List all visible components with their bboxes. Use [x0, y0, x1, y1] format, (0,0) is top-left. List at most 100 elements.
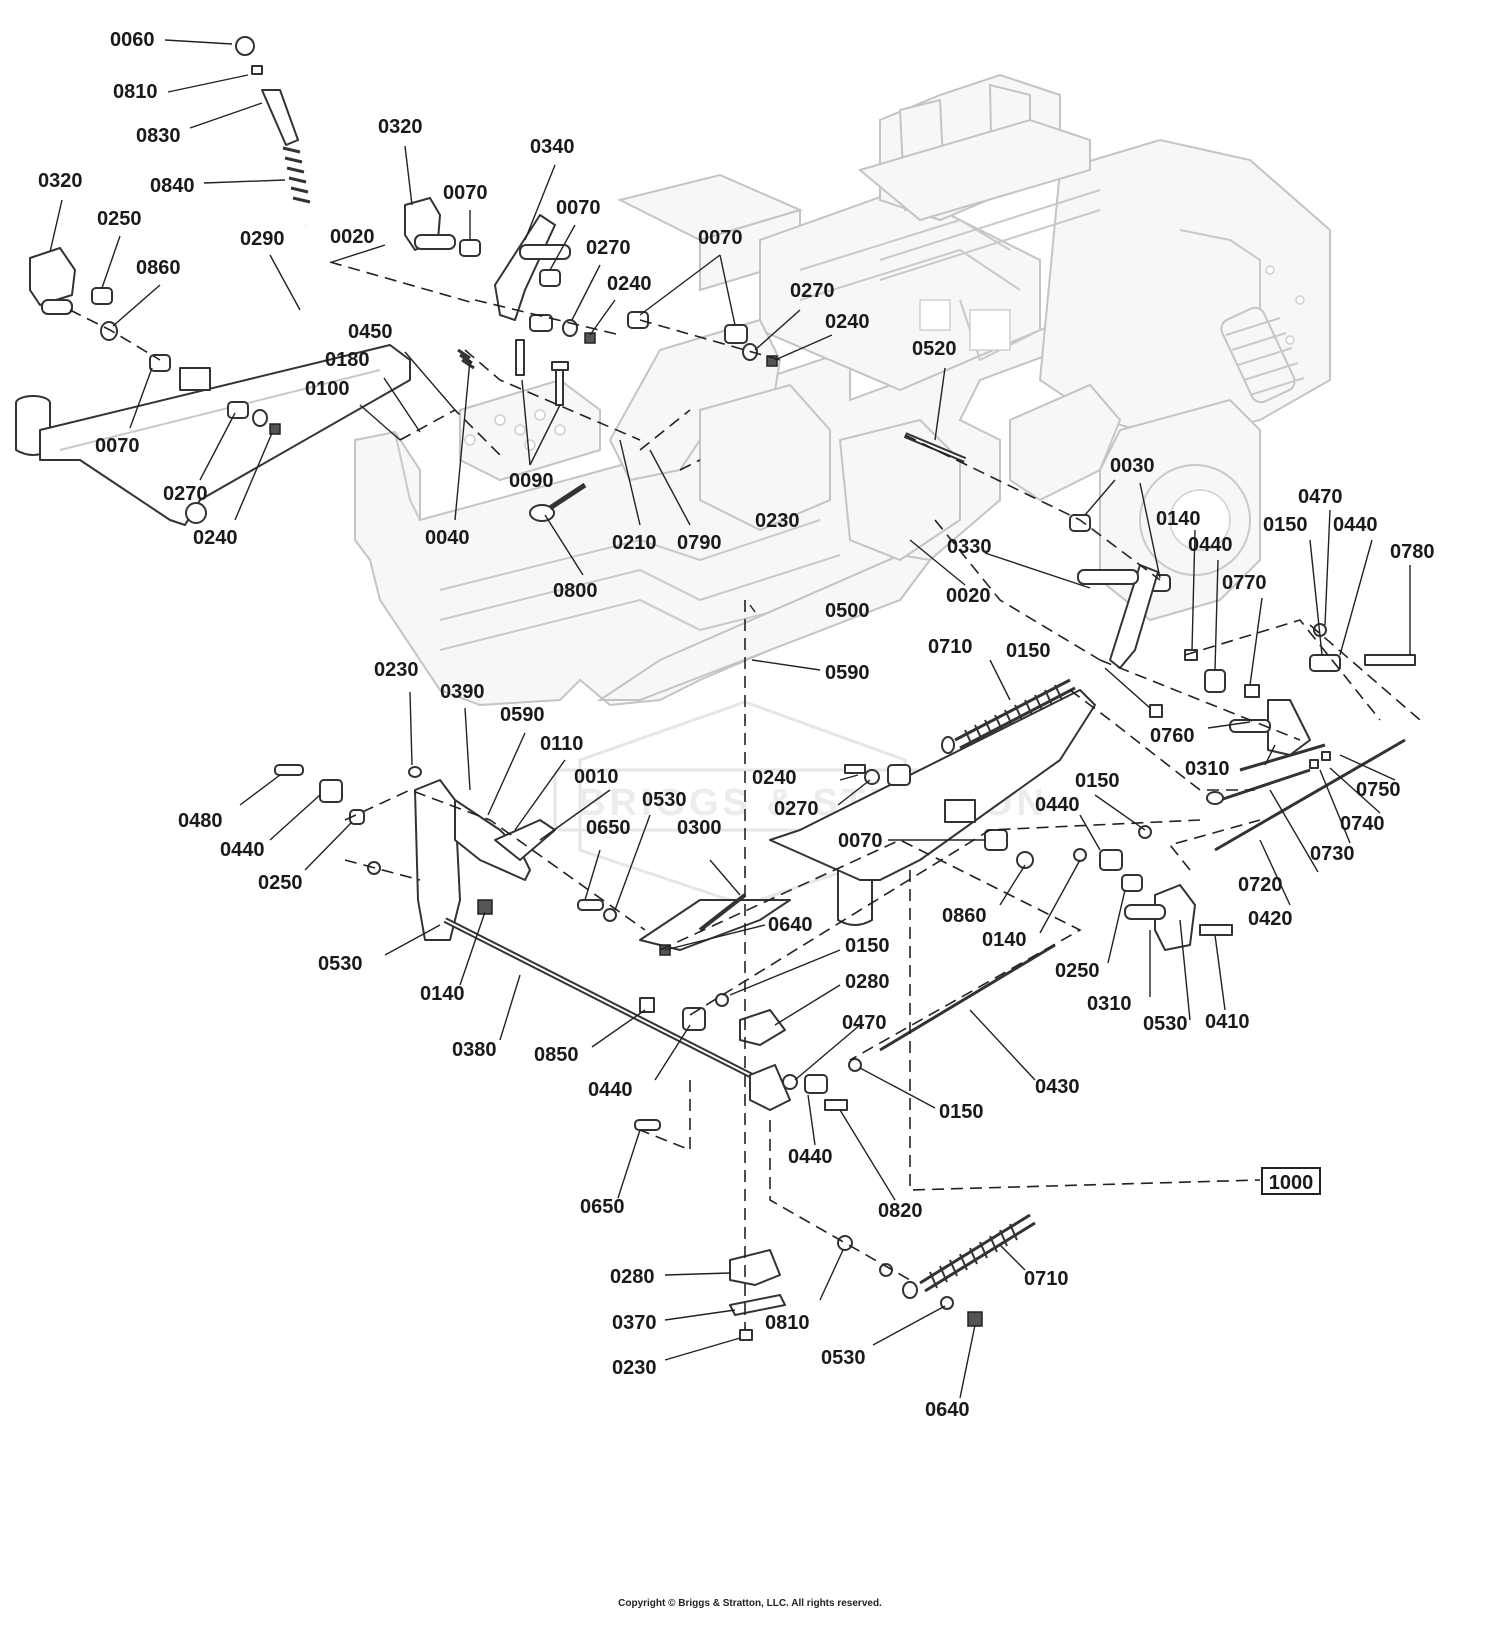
pivot-arm-0330 — [1069, 514, 1171, 669]
callout-label: 0770 — [1222, 572, 1267, 594]
callout-label: 0530 — [318, 953, 363, 975]
callout-label: 0250 — [258, 872, 303, 894]
callout-label: 0590 — [825, 662, 870, 684]
pivot-arm-0340 — [404, 197, 967, 522]
springs — [902, 678, 1076, 1299]
callout-label: 0230 — [374, 659, 419, 681]
callout-label: 0440 — [1333, 514, 1378, 536]
callout-label: 0440 — [788, 1146, 833, 1168]
callout-label: 0250 — [97, 208, 142, 230]
callout-label: 0410 — [1205, 1011, 1250, 1033]
callout-label: 0850 — [534, 1044, 579, 1066]
callout-label: 0810 — [113, 81, 158, 103]
callout-label: 0310 — [1185, 758, 1230, 780]
callout-label: 0230 — [755, 510, 800, 532]
callout-label: 0710 — [928, 636, 973, 658]
copyright-notice: Copyright © Briggs & Stratton, LLC. All … — [618, 1598, 882, 1609]
shock-absorber — [1220, 306, 1305, 404]
callout-label: 0320 — [38, 170, 83, 192]
callout-label: 0150 — [1075, 770, 1120, 792]
leader-lines — [49, 39, 1411, 1399]
left-caster-arm — [15, 344, 411, 526]
callout-label: 0110 — [540, 733, 583, 755]
callout-label: 0150 — [1263, 514, 1308, 536]
chassis-frame — [354, 73, 1331, 707]
callout-label: 0020 — [330, 226, 375, 248]
callout-label: 0790 — [677, 532, 722, 554]
callout-label: 0710 — [1024, 1268, 1069, 1290]
callout-label: 0830 — [136, 125, 181, 147]
callout-label: 0750 — [1356, 779, 1401, 801]
callout-label: 0230 — [612, 1357, 657, 1379]
callout-label: 0280 — [845, 971, 890, 993]
callout-label: 0010 — [574, 766, 619, 788]
callout-label: 0300 — [677, 817, 722, 839]
callout-label: 0240 — [752, 767, 797, 789]
callout-label: 0140 — [1156, 508, 1201, 530]
reference-box-1000: 1000 — [1261, 1167, 1321, 1195]
lever-assembly — [235, 36, 327, 332]
callout-label: 0650 — [586, 817, 631, 839]
callout-label: 0270 — [774, 798, 819, 820]
callout-label: 0340 — [530, 136, 575, 158]
callout-label: 0270 — [790, 280, 835, 302]
callout-label: 0320 — [378, 116, 423, 138]
reference-box-label: 1000 — [1269, 1172, 1314, 1194]
callout-label: 0640 — [768, 914, 813, 936]
callout-label: 0090 — [509, 470, 554, 492]
callout-label: 0780 — [1390, 541, 1435, 563]
callout-label: 0470 — [1298, 486, 1343, 508]
callout-label: 0760 — [1150, 725, 1195, 747]
callout-label: 0840 — [150, 175, 195, 197]
callout-label: 0440 — [588, 1079, 633, 1101]
callout-label: 0240 — [193, 527, 238, 549]
callout-label: 0280 — [610, 1266, 655, 1288]
callout-labels: 0060 0810 0830 0840 0320 0250 0860 0290 … — [38, 29, 1435, 1421]
callout-label: 0070 — [838, 830, 883, 852]
callout-label: 0530 — [642, 789, 687, 811]
callout-label: 0150 — [939, 1101, 984, 1123]
callout-label: 0820 — [878, 1200, 923, 1222]
callout-label: 0070 — [698, 227, 743, 249]
callout-label: 0330 — [947, 536, 992, 558]
callout-label: 0210 — [612, 532, 657, 554]
callout-label: 0500 — [825, 600, 870, 622]
callout-label: 0650 — [580, 1196, 625, 1218]
callout-label: 0430 — [1035, 1076, 1080, 1098]
callout-label: 0860 — [942, 905, 987, 927]
callout-label: 0590 — [500, 704, 545, 726]
callout-label: 0070 — [443, 182, 488, 204]
callout-label: 0370 — [612, 1312, 657, 1334]
callout-label: 0070 — [95, 435, 140, 457]
callout-label: 0390 — [440, 681, 485, 703]
callout-label: 0270 — [586, 237, 631, 259]
callout-label: 0250 — [1055, 960, 1100, 982]
callout-label: 0040 — [425, 527, 470, 549]
right-lower-assembly — [844, 704, 1233, 951]
callout-label: 0270 — [163, 483, 208, 505]
callout-label: 0310 — [1087, 993, 1132, 1015]
callout-label: 0100 — [305, 378, 350, 400]
callout-label: 0060 — [110, 29, 155, 51]
callout-label: 0140 — [982, 929, 1027, 951]
callout-label: 0480 — [178, 810, 223, 832]
callout-label: 0860 — [136, 257, 181, 279]
callout-label: 0240 — [607, 273, 652, 295]
assembly-lines — [69, 261, 1421, 1330]
callout-label: 0180 — [325, 349, 370, 371]
right-caster-arm — [769, 689, 1096, 926]
callout-label: 0520 — [912, 338, 957, 360]
callout-label: 0290 — [240, 228, 285, 250]
callout-label: 0140 — [420, 983, 465, 1005]
callout-label: 0070 — [556, 197, 601, 219]
bracket-0320-left — [29, 247, 281, 435]
callout-label: 0380 — [452, 1039, 497, 1061]
callout-label: 0020 — [946, 585, 991, 607]
callout-label: 0640 — [925, 1399, 970, 1421]
lower-left-assembly — [274, 764, 1056, 1341]
callout-label: 0440 — [220, 839, 265, 861]
callout-label: 0420 — [1248, 908, 1293, 930]
callout-label: 0800 — [553, 580, 598, 602]
callout-label: 0470 — [842, 1012, 887, 1034]
